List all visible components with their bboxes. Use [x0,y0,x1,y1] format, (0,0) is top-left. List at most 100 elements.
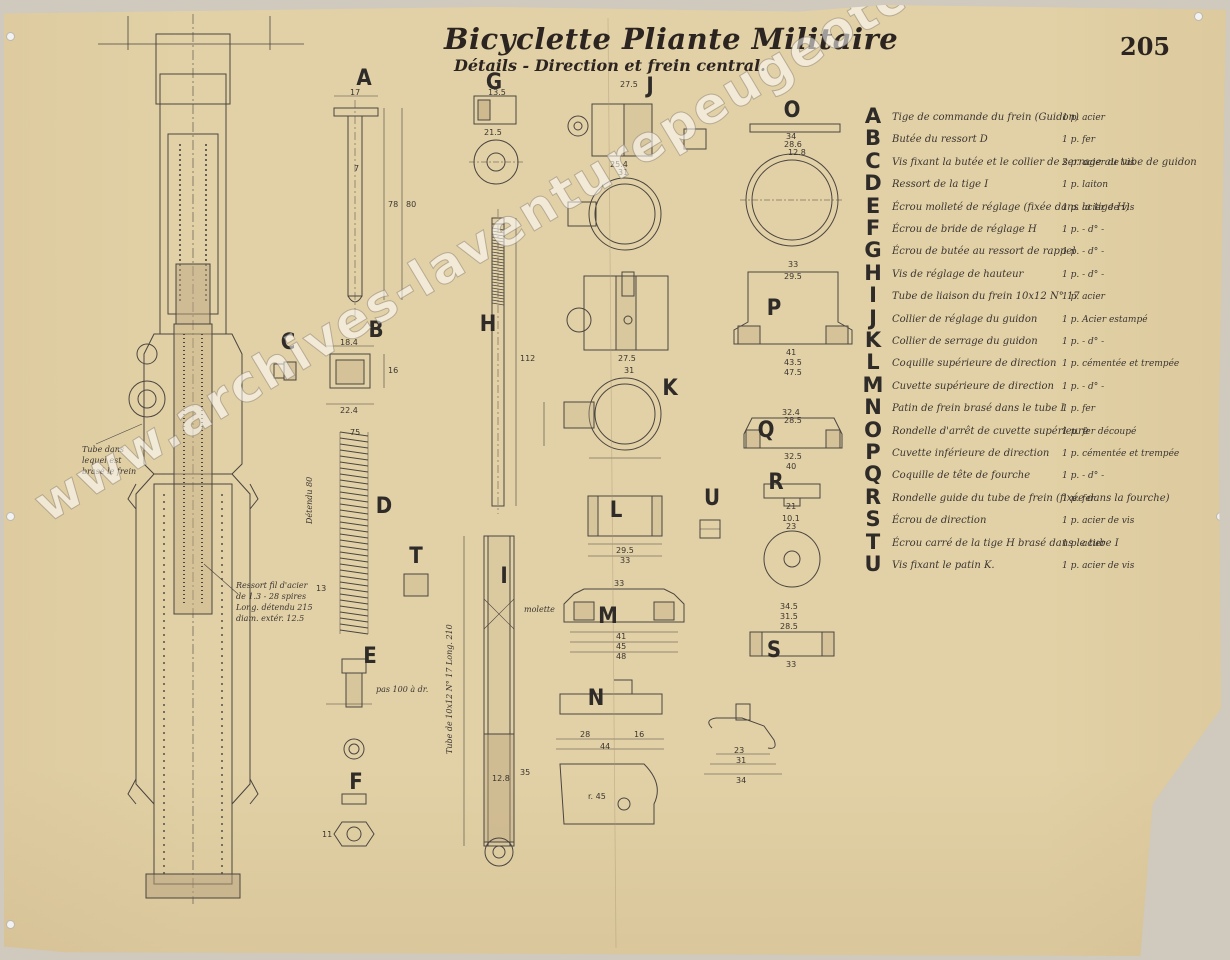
drawing-subtitle: Détails - Direction et frein central. [454,56,766,75]
technical-drawing [95,14,853,949]
legend-letter: R [864,484,882,509]
part-i-drawing [463,535,515,867]
legend-letter: U [864,552,882,576]
spring-coil [339,527,369,533]
clip-drawing [704,703,782,775]
legend-quantity: 1 p. acier de vis [1062,202,1135,213]
legend-quantity: 1 p. fer [1062,404,1096,415]
pin-bottom-left [6,920,15,929]
spring-coil [339,497,369,503]
dim-m-w: 33 [614,579,625,588]
legend-description: Cuvette supérieure de direction [892,380,1054,392]
legend-description: Coquille supérieure de direction [892,358,1057,370]
dim-r-w: 21 [786,502,797,511]
legend-letter: L [866,350,880,375]
legend-letter: C [865,148,881,173]
spring-coil [339,431,369,437]
dim-a-top: 17 [350,88,361,97]
legend-letter: O [864,417,882,442]
dim-p-w: 33 [788,260,799,269]
part-h-drawing [491,209,517,514]
spring-d-note: Détendu 80 [305,476,314,524]
dim-i-w: 12.8 [492,774,510,783]
part-b-drawing [326,345,385,405]
spring-coil [339,575,369,581]
pin-left [6,512,15,521]
pin-top-right [1194,12,1203,21]
part-label-t: T [409,544,423,569]
dim-s-w3: 28.5 [780,622,798,631]
part-label-e: E [363,644,377,669]
part-label-o: O [783,98,801,123]
part-label-u: U [703,486,721,511]
legend-quantity: 1 p. - d° - [1062,471,1105,482]
dim-r-w2: 23 [786,522,797,531]
legend-description: Butée du ressort D [892,134,988,146]
legend-letter: P [865,440,881,464]
part-label-i: I [500,564,508,589]
thread-line [491,281,505,285]
dim-q-w2: 28.5 [784,416,802,425]
part-label-d: D [375,494,393,519]
dim-p-w5: 47.5 [784,368,802,377]
tube-i-note: Tube de 10x12 N° 17 Long. 210 [445,624,454,754]
part-label-k: K [662,376,678,401]
legend-quantity: 2 p. acier de vis [1062,157,1135,168]
spring-coil [339,551,369,557]
spring-coil [339,587,369,593]
part-r-drawing [763,483,821,588]
spring-coil [339,467,369,473]
spring-coil [339,539,369,545]
spring-coil [339,473,369,479]
part-label-m: M [598,604,618,629]
legend-quantity: 1 p. fer [1062,493,1096,504]
legend-description: Ressort de la tige I [892,179,989,191]
dim-m-w4: 48 [616,652,627,661]
dim-g-w2: 21.5 [484,128,502,137]
dim-a-dia: 7 [354,164,360,173]
part-label-h: H [479,312,497,337]
spring-coil [339,437,369,443]
steering-assembly-section [95,14,304,904]
thread-line [491,269,505,273]
legend-description: Écrou de butée au ressort de rappel [892,246,1076,258]
drawing-sheet: Bicyclette Pliante Militaire Détails - D… [4,4,1226,956]
spring-coil [339,563,369,569]
spring-coil [339,581,369,587]
spring-coil [339,443,369,449]
dim-b-w: 18.4 [340,338,358,347]
thread-line [491,296,505,300]
pas-note: pas 100 à dr. [376,685,429,694]
part-label-r: R [768,470,784,495]
spring-coil [339,509,369,515]
part-label-f: F [349,770,363,795]
legend-description: Écrou molleté de réglage (fixée dans la … [892,201,1130,213]
spring-coil [339,623,369,629]
legend-quantity: 1 p. acier de vis [1062,561,1135,571]
legend-description: Coquille de tête de fourche [892,470,1031,482]
dim-k-w2: 31 [624,366,635,375]
part-d-drawing [339,431,369,635]
dim-clip-w3: 34 [736,776,747,785]
legend-quantity: 1 p. laiton [1062,180,1109,191]
legend-letter: K [864,328,882,352]
dim-o-w: 34 [786,132,797,141]
legend-quantity: 1 p. - d° - [1062,381,1105,392]
pin-right [1216,512,1225,521]
spring-coil [339,485,369,491]
dim-q-w: 32.4 [782,408,800,417]
legend-quantity: 1 p. Acier estampé [1062,314,1148,325]
spring-coil [339,503,369,509]
spring-coil [339,629,369,635]
thread-line [491,254,505,258]
legend-quantity: 1 p. fer [1062,135,1096,146]
part-label-c: C [280,330,296,355]
legend-description: Collier de réglage du guidon [892,313,1038,325]
legend-description: Vis de réglage de hauteur [892,268,1024,280]
thread-line [491,233,505,237]
spring-coil [339,479,369,485]
dim-n-w2: 44 [600,742,611,751]
legend-description: Vis fixant le patin K. [892,560,995,571]
sheet-number: 205 [1120,32,1171,61]
legend-description: Rondelle d'arrêt de cuvette supérieure [892,425,1089,437]
